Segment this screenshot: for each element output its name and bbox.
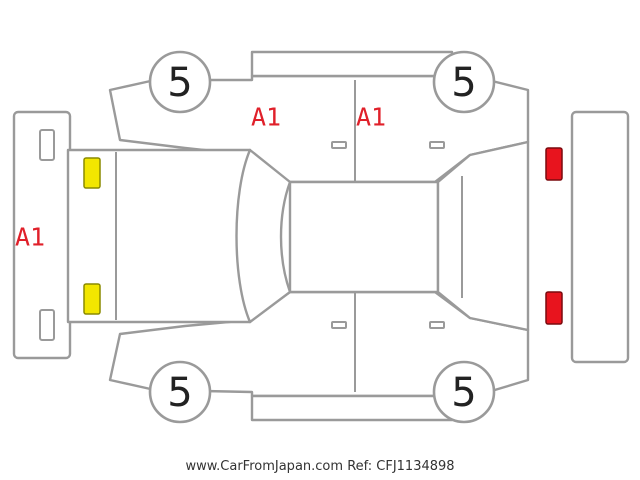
wheel-grade: 5 <box>451 60 476 106</box>
wheel-grade: 5 <box>167 370 192 416</box>
wheel-grade: 5 <box>167 60 192 106</box>
rear-lamp-lower <box>545 291 563 325</box>
front-lamp-upper <box>83 157 101 189</box>
roof-top-view[interactable] <box>66 140 530 332</box>
left-side-body[interactable] <box>108 50 530 185</box>
watermark-site: www.CarFromJapan.com <box>185 459 344 474</box>
wheel-front-left[interactable]: 5 <box>148 50 212 114</box>
watermark: www.CarFromJapan.com Ref: CFJ1134898 <box>0 459 640 474</box>
wheel-rear-right[interactable]: 5 <box>432 360 496 424</box>
wheel-grade: 5 <box>451 370 476 416</box>
damage-label-left-front-door: A1 <box>251 103 281 132</box>
front-lamp-lower <box>83 283 101 315</box>
rear-lamp-upper <box>545 147 563 181</box>
wheel-front-right[interactable]: 5 <box>148 360 212 424</box>
wheel-rear-left[interactable]: 5 <box>432 50 496 114</box>
rear-bumper[interactable] <box>570 110 630 364</box>
watermark-ref: Ref: CFJ1134898 <box>347 459 455 474</box>
damage-label-left-rear-door: A1 <box>356 103 386 132</box>
damage-label-front-bumper: A1 <box>15 223 45 252</box>
